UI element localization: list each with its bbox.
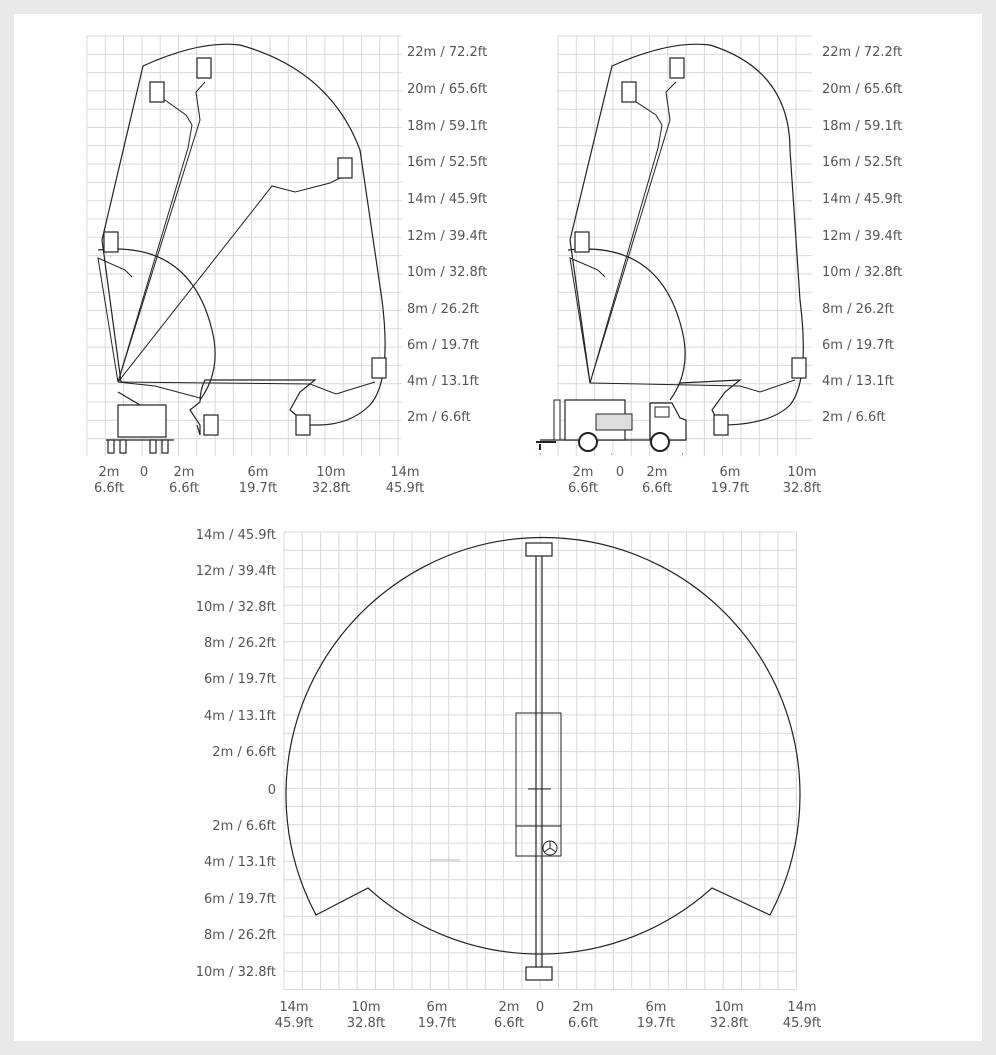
height-label: 20m / 65.6ft [407,82,487,97]
y-label: 14m / 45.9ft [196,528,276,543]
x-label-m: 14m [787,1000,816,1015]
top-view-y-labels: 14m / 45.9ft 12m / 39.4ft 10m / 32.8ft 8… [196,528,276,980]
x-label-m: 0 [140,465,148,480]
x-label-ft: 6.6ft [494,1016,524,1031]
height-label: 18m / 59.1ft [407,119,487,134]
x-label-ft: 19.7ft [637,1016,675,1031]
height-label: 22m / 72.2ft [822,45,902,60]
working-envelope-left [101,43,386,436]
x-label-m: 0 [536,1000,544,1015]
height-label: 22m / 72.2ft [407,45,487,60]
height-label: 2m / 6.6ft [822,410,886,425]
x-label-m: 6m [248,465,269,480]
height-label: 14m / 45.9ft [407,192,487,207]
diagram-panel [14,14,982,1041]
top-view-slew-envelope [285,536,801,955]
top-view [285,536,801,981]
y-label: 2m / 6.6ft [212,745,276,760]
height-label: 4m / 13.1ft [822,374,894,389]
grid-right [557,35,812,456]
y-label: 4m / 13.1ft [204,855,276,870]
y-label: 6m / 19.7ft [204,672,276,687]
x-label-m: 2m [499,1000,520,1015]
height-label: 10m / 32.8ft [407,265,487,280]
x-label-ft: 6.6ft [642,481,672,496]
height-label: 8m / 26.2ft [822,302,894,317]
x-label-ft: 45.9ft [386,481,424,496]
top-view-machine [430,542,562,981]
x-label-ft: 45.9ft [275,1016,313,1031]
x-label-m: 10m [316,465,345,480]
side-view-right [536,43,807,455]
height-label: 14m / 45.9ft [822,192,902,207]
y-label: 4m / 13.1ft [204,709,276,724]
height-label: 16m / 52.5ft [822,155,902,170]
left-x-labels: 2m 6.6ft 0 2m 6.6ft 6m 19.7ft 10m 32.8ft… [94,465,424,496]
x-label-ft: 19.7ft [239,481,277,496]
x-label-m: 0 [616,465,624,480]
x-label-ft: 32.8ft [710,1016,748,1031]
height-label: 12m / 39.4ft [822,229,902,244]
basket-icons-right [574,57,807,436]
y-label: 10m / 32.8ft [196,600,276,615]
x-label-ft: 6.6ft [169,481,199,496]
y-label: 6m / 19.7ft [204,892,276,907]
boom-positions-right [569,81,796,393]
x-label-ft: 19.7ft [711,481,749,496]
x-label-m: 2m [573,465,594,480]
x-label-ft: 32.8ft [312,481,350,496]
height-label: 10m / 32.8ft [822,265,902,280]
y-label: 2m / 6.6ft [212,819,276,834]
height-label: 16m / 52.5ft [407,155,487,170]
inner-arc-left [97,248,216,401]
x-label-ft: 32.8ft [347,1016,385,1031]
x-label-m: 10m [351,1000,380,1015]
y-label: 12m / 39.4ft [196,564,276,579]
right-x-labels: 2m 6.6ft 0 2m 6.6ft 6m 19.7ft 10m 32.8ft [568,465,821,496]
height-label: 12m / 39.4ft [407,229,487,244]
x-label-m: 2m [647,465,668,480]
top-view-x-labels: 14m 45.9ft 10m 32.8ft 6m 19.7ft 2m 6.6ft… [275,1000,821,1031]
x-label-m: 6m [720,465,741,480]
x-label-m: 14m [390,465,419,480]
y-label: 8m / 26.2ft [204,636,276,651]
boom-positions-left [97,81,376,399]
grid-left [86,35,402,456]
tracked-base-machine-left [106,391,174,454]
grid-top-view [283,531,797,990]
x-label-ft: 45.9ft [783,1016,821,1031]
x-label-m: 10m [714,1000,743,1015]
height-label: 2m / 6.6ft [407,410,471,425]
y-label: 8m / 26.2ft [204,928,276,943]
height-label: 8m / 26.2ft [407,302,479,317]
y-label: 0 [268,783,276,798]
left-height-labels: 22m / 72.2ft 20m / 65.6ft 18m / 59.1ft 1… [407,45,487,425]
x-label-ft: 19.7ft [418,1016,456,1031]
truck-mounted-machine-right [536,399,687,455]
height-label: 6m / 19.7ft [407,338,479,353]
x-label-m: 2m [99,465,120,480]
height-label: 20m / 65.6ft [822,82,902,97]
x-label-m: 6m [427,1000,448,1015]
working-envelope-right [569,43,804,426]
x-label-ft: 6.6ft [568,481,598,496]
x-label-ft: 6.6ft [94,481,124,496]
basket-icons-left [103,57,387,436]
height-label: 18m / 59.1ft [822,119,902,134]
x-label-ft: 32.8ft [783,481,821,496]
height-label: 4m / 13.1ft [407,374,479,389]
height-label: 6m / 19.7ft [822,338,894,353]
x-label-m: 2m [174,465,195,480]
y-label: 10m / 32.8ft [196,965,276,980]
x-label-m: 6m [646,1000,667,1015]
side-view-left [97,43,387,454]
right-height-labels: 22m / 72.2ft 20m / 65.6ft 18m / 59.1ft 1… [822,45,902,425]
x-label-ft: 6.6ft [568,1016,598,1031]
x-label-m: 14m [279,1000,308,1015]
inner-arc-right [567,248,686,401]
x-label-m: 2m [573,1000,594,1015]
x-label-m: 10m [787,465,816,480]
